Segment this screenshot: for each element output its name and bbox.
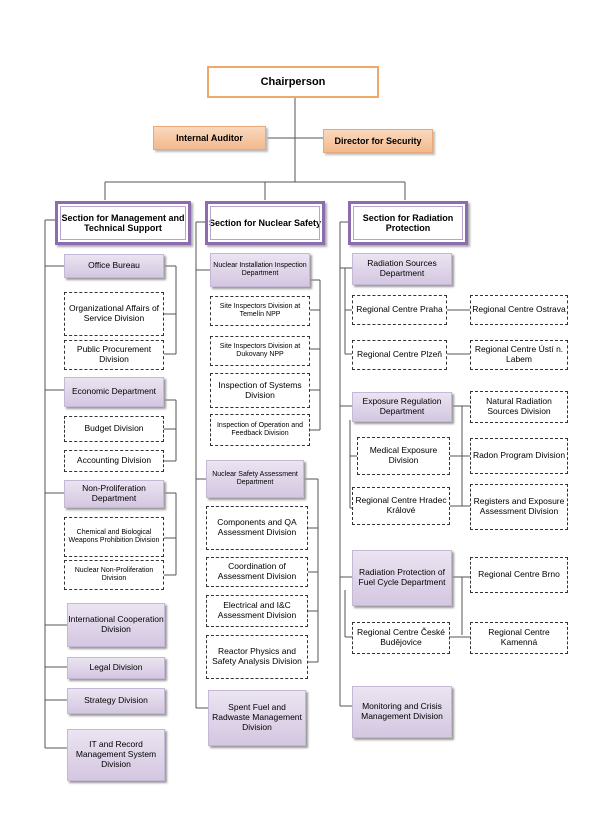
nonprolif-dept-box: Non-Proliferation Department (64, 480, 164, 508)
rad-prot-fuel-dept-box: Radiation Protection of Fuel Cycle Depar… (352, 550, 452, 606)
reactor-physics-box: Reactor Physics and Safety Analysis Divi… (206, 635, 308, 679)
section-radiation-box: Section for Radiation Protection (348, 201, 468, 245)
legal-div-box: Legal Division (67, 657, 165, 679)
chem-bio-div-box: Chemical and Biological Weapons Prohibit… (64, 517, 164, 557)
rc-hradec-box: Regional Centre Hradec Králové (352, 487, 450, 525)
radiation-sources-dept-box: Radiation Sources Department (352, 253, 452, 285)
rc-ostrava-box: Regional Centre Ostrava (470, 295, 568, 325)
strategy-div-box: Strategy Division (67, 688, 165, 714)
section-nuclear-safety-box: Section for Nuclear Safety (205, 201, 325, 245)
coordination-assess-box: Coordination of Assessment Division (206, 557, 308, 587)
rc-budejovice-box: Regional Centre České Budějovice (352, 622, 450, 654)
rc-plzen-box: Regional Centre Plzeň (352, 340, 447, 370)
natural-radiation-box: Natural Radiation Sources Division (470, 391, 568, 423)
electrical-ic-box: Electrical and I&C Assessment Division (206, 595, 308, 627)
radon-program-box: Radon Program Division (470, 438, 568, 474)
nuclear-safety-assess-dept-box: Nuclear Safety Assessment Department (206, 460, 304, 498)
public-procurement-box: Public Procurement Division (64, 340, 164, 370)
nuclear-install-dept-box: Nuclear Installation Inspection Departme… (210, 253, 310, 287)
chairperson-box: Chairperson (207, 66, 379, 98)
medical-exposure-box: Medical Exposure Division (357, 437, 450, 475)
spent-fuel-div-box: Spent Fuel and Radwaste Management Divis… (208, 690, 306, 746)
inspection-systems-box: Inspection of Systems Division (210, 373, 310, 408)
components-qa-box: Components and QA Assessment Division (206, 506, 308, 550)
monitoring-crisis-box: Monitoring and Crisis Management Divisio… (352, 686, 452, 738)
temelin-div-box: Site Inspectors Division at Temelín NPP (210, 296, 310, 326)
nuclear-nonprolif-div-box: Nuclear Non-Proliferation Division (64, 560, 164, 590)
inspection-operation-box: Inspection of Operation and Feedback Div… (210, 414, 310, 446)
accounting-div-box: Accounting Division (64, 450, 164, 472)
office-bureau-box: Office Bureau (64, 254, 164, 278)
budget-div-box: Budget Division (64, 416, 164, 442)
director-security-box: Director for Security (323, 129, 433, 153)
exposure-reg-dept-box: Exposure Regulation Department (352, 392, 452, 422)
rc-praha-box: Regional Centre Praha (352, 295, 447, 325)
dukovany-div-box: Site Inspectors Division at Dukovany NPP (210, 336, 310, 366)
org-affairs-box: Organizational Affairs of Service Divisi… (64, 292, 164, 336)
section-management-box: Section for Management and Technical Sup… (55, 201, 191, 245)
rc-usti-box: Regional Centre Ústí n. Labem (470, 340, 568, 370)
internal-auditor-box: Internal Auditor (153, 126, 266, 150)
intl-coop-div-box: International Cooperation Division (67, 603, 165, 647)
rc-brno-box: Regional Centre Brno (470, 557, 568, 593)
economic-dept-box: Economic Department (64, 377, 164, 407)
registers-exposure-box: Registers and Exposure Assessment Divisi… (470, 484, 568, 530)
it-records-div-box: IT and Record Management System Division (67, 729, 165, 781)
rc-kamenna-box: Regional Centre Kamenná (470, 622, 568, 654)
